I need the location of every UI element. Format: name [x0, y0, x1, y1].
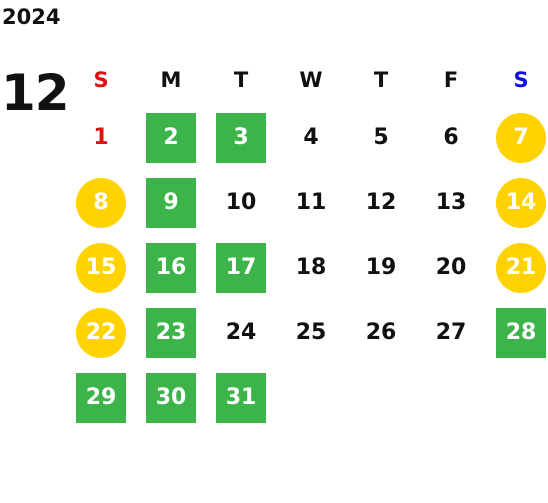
day-cell: 23 [146, 307, 196, 358]
day-cell: 9 [146, 177, 196, 228]
weekday-header-sat: S [513, 68, 529, 92]
day-cell: 2 [146, 112, 196, 163]
day-cell: 5 [373, 125, 389, 150]
day-cell: 20 [435, 255, 467, 280]
day-cell: 11 [295, 190, 327, 215]
day-cell: 26 [365, 320, 397, 345]
weekday-header-thu: T [373, 68, 389, 92]
day-cell: 25 [295, 320, 327, 345]
day-cell: 24 [225, 320, 257, 345]
weekday-header-wed: W [299, 68, 323, 92]
day-cell: 6 [443, 125, 459, 150]
weekday-header-sun: S [93, 68, 109, 92]
month-label: 12 [1, 64, 70, 122]
day-cell: 1 [93, 125, 109, 150]
day-cell: 21 [496, 242, 546, 293]
day-cell: 13 [435, 190, 467, 215]
weekday-header-fri: F [443, 68, 459, 92]
day-cell: 18 [295, 255, 327, 280]
day-cell: 7 [496, 112, 546, 163]
day-cell: 15 [76, 242, 126, 293]
day-cell: 4 [303, 125, 319, 150]
day-cell: 22 [76, 307, 126, 358]
day-cell: 31 [216, 372, 266, 423]
weekday-header-mon: M [160, 68, 182, 92]
day-cell: 19 [365, 255, 397, 280]
day-cell: 10 [225, 190, 257, 215]
day-cell: 16 [146, 242, 196, 293]
day-cell: 17 [216, 242, 266, 293]
day-cell: 30 [146, 372, 196, 423]
day-cell: 27 [435, 320, 467, 345]
day-cell: 3 [216, 112, 266, 163]
day-cell: 8 [76, 177, 126, 228]
day-cell: 28 [496, 307, 546, 358]
day-cell: 29 [76, 372, 126, 423]
year-label: 2024 [2, 5, 61, 29]
weekday-header-tue: T [233, 68, 249, 92]
day-cell: 14 [496, 177, 546, 228]
day-cell: 12 [365, 190, 397, 215]
